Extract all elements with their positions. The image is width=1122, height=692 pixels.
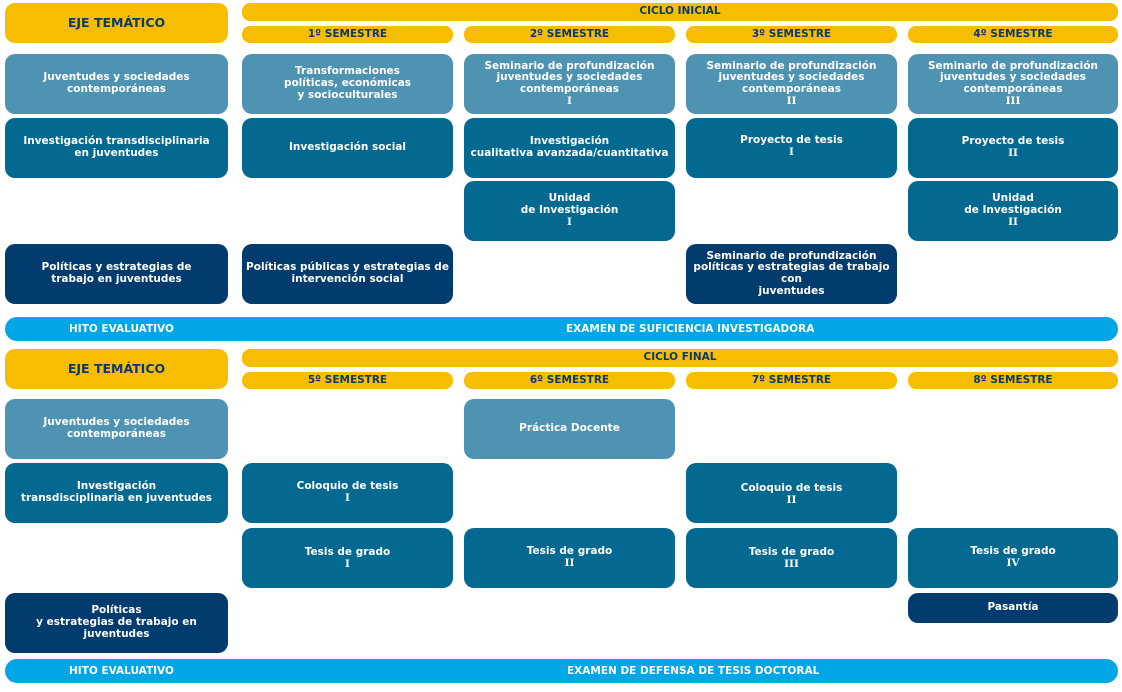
- hito-evaluativo-bar-top: HITO EVALUATIVO EXAMEN DE SUFICIENCIA IN…: [5, 317, 1118, 341]
- semester-header-5: 5º SEMESTRE: [242, 372, 453, 389]
- course-seminario-juventudes-3: Seminario de profundización juventudes y…: [908, 54, 1118, 114]
- hito-exam: EXAMEN DE DEFENSA DE TESIS DOCTORAL: [567, 665, 820, 677]
- hito-evaluativo-bar-bottom: HITO EVALUATIVO EXAMEN DE DEFENSA DE TES…: [5, 659, 1118, 683]
- axis-politicas-estrategias-final: Políticas y estrategias de trabajo en ju…: [5, 593, 228, 653]
- course-practica-docente: Práctica Docente: [464, 399, 675, 459]
- axis-juventudes-sociedades: Juventudes y sociedades contemporáneas: [5, 54, 228, 114]
- semester-header-2: 2º SEMESTRE: [464, 26, 675, 43]
- axis-juventudes-sociedades-final: Juventudes y sociedades contemporáneas: [5, 399, 228, 459]
- axis-investigacion-transdisciplinaria: Investigación transdisciplinaria en juve…: [5, 118, 228, 178]
- semester-header-3: 3º SEMESTRE: [686, 26, 897, 43]
- ciclo-final-header: CICLO FINAL: [242, 349, 1118, 367]
- semester-header-1: 1º SEMESTRE: [242, 26, 453, 43]
- course-pasantia: Pasantía: [908, 593, 1118, 623]
- hito-label: HITO EVALUATIVO: [69, 323, 174, 335]
- course-seminario-politicas: Seminario de profundización políticas y …: [686, 244, 897, 304]
- semester-header-4: 4º SEMESTRE: [908, 26, 1118, 43]
- course-investigacion-cualitativa: Investigación cualitativa avanzada/cuant…: [464, 118, 675, 178]
- eje-tematico-header-top: EJE TEMÁTICO: [5, 3, 228, 43]
- semester-header-8: 8º SEMESTRE: [908, 372, 1118, 389]
- semester-header-7: 7º SEMESTRE: [686, 372, 897, 389]
- axis-investigacion-transdisciplinaria-final: Investigación transdisciplinaria en juve…: [5, 463, 228, 523]
- course-seminario-juventudes-2: Seminario de profundización juventudes y…: [686, 54, 897, 114]
- hito-exam: EXAMEN DE SUFICIENCIA INVESTIGADORA: [566, 323, 815, 335]
- course-politicas-publicas: Políticas públicas y estrategias de inte…: [242, 244, 453, 304]
- hito-label: HITO EVALUATIVO: [69, 665, 174, 677]
- course-investigacion-social: Investigación social: [242, 118, 453, 178]
- eje-tematico-header-bottom: EJE TEMÁTICO: [5, 349, 228, 389]
- course-seminario-juventudes-1: Seminario de profundización juventudes y…: [464, 54, 675, 114]
- axis-politicas-estrategias: Políticas y estrategias de trabajo en ju…: [5, 244, 228, 304]
- course-transformaciones: Transformaciones políticas, económicas y…: [242, 54, 453, 114]
- ciclo-inicial-header: CICLO INICIAL: [242, 3, 1118, 21]
- semester-header-6: 6º SEMESTRE: [464, 372, 675, 389]
